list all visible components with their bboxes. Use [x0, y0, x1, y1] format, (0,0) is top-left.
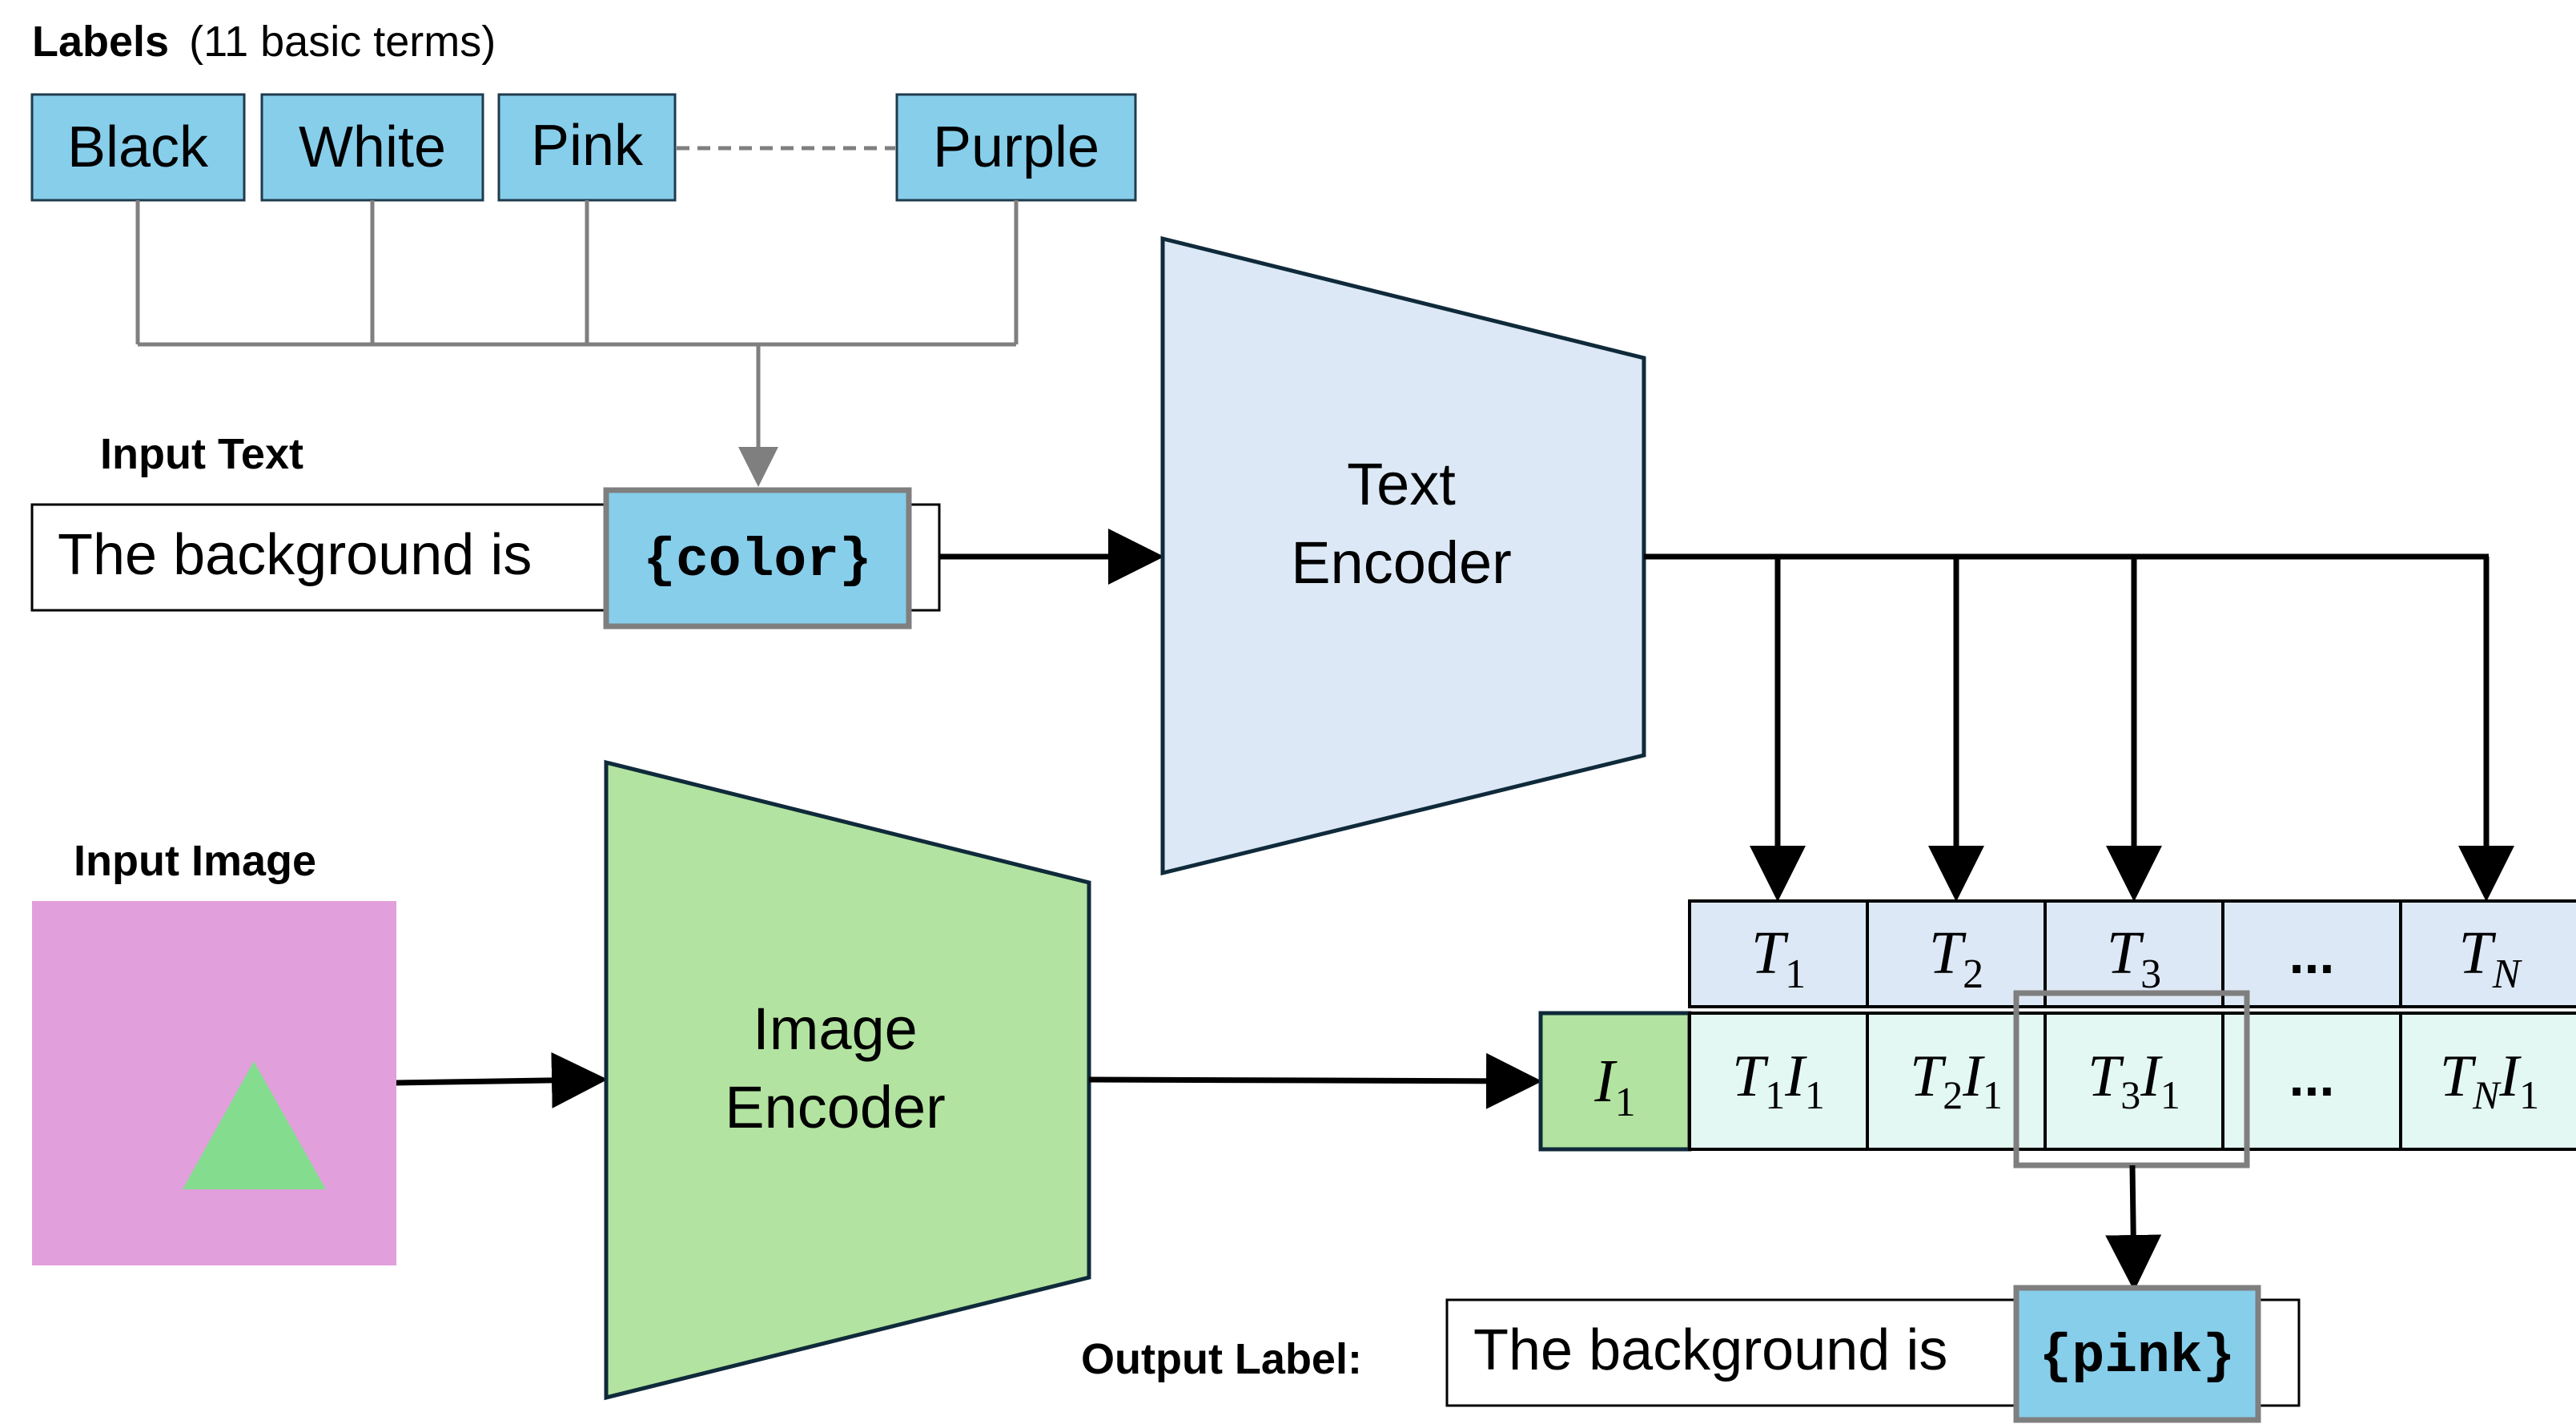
color-placeholder: {color} — [643, 530, 872, 592]
text-encoder-line2: Encoder — [1291, 529, 1512, 596]
label-white: White — [299, 115, 446, 179]
color-placeholder-box — [603, 487, 912, 630]
image-to-encoder-arrow — [396, 1052, 608, 1108]
tni1-cell — [2399, 1012, 2576, 1151]
t3-label: T3 — [2107, 919, 2161, 997]
image-encoder-shape — [604, 759, 1091, 1401]
output-value: {pink} — [2040, 1326, 2236, 1388]
product-ellipsis-label: ... — [2289, 1047, 2335, 1108]
product-ellipsis-cell — [2221, 1012, 2402, 1151]
tn-cell — [2399, 899, 2576, 1008]
input-image-heading: Input Image — [74, 837, 316, 885]
text-encoder-output-bus — [1644, 553, 2514, 902]
t3i1-label: T3I1 — [2088, 1044, 2180, 1117]
label-box-black — [30, 93, 246, 202]
label-pink: Pink — [531, 114, 644, 178]
best-match-highlight — [2013, 990, 2250, 1169]
t-ellipsis-label: ... — [2289, 924, 2335, 985]
t-ellipsis-cell — [2221, 899, 2402, 1008]
input-text-heading: Input Text — [100, 430, 303, 478]
label-box-white — [260, 93, 484, 202]
input-text-prefix: The background is — [58, 523, 532, 587]
labels-heading: Labels (11 basic terms) — [32, 18, 496, 66]
t1i1-label: T1I1 — [1732, 1044, 1825, 1117]
t1-label: T1 — [1751, 919, 1806, 997]
product-row: I1 T1I1 T2I1 T3I1 ... TNI1 — [1538, 1011, 2576, 1152]
labels-connector — [135, 200, 1019, 487]
t1-cell — [1688, 899, 1869, 1008]
label-box-pink — [497, 93, 677, 202]
input-image — [32, 901, 396, 1265]
t2i1-label: T2I1 — [1910, 1044, 2003, 1117]
text-encoder-line1: Text — [1347, 451, 1456, 517]
t1i1-cell — [1688, 1012, 1869, 1151]
i1-label: I1 — [1593, 1048, 1635, 1125]
t2-cell — [1866, 899, 2047, 1008]
image-encoder-line2: Encoder — [725, 1074, 946, 1140]
match-to-output-arrow — [2105, 1165, 2162, 1291]
label-black: Black — [67, 115, 209, 179]
output-label-heading: Output Label: — [1081, 1335, 1362, 1383]
labels-heading-bold: Labels — [32, 18, 169, 66]
output-value-box — [2013, 1285, 2261, 1423]
image-encoder-to-i1-arrow — [1088, 1052, 1542, 1109]
t3i1-cell — [2044, 1012, 2224, 1151]
input-image-triangle — [183, 1061, 326, 1189]
text-embedding-row: T1 T2 T3 ... TN — [1688, 899, 2576, 1008]
tni1-label: TNI1 — [2440, 1044, 2539, 1117]
i1-cell — [1538, 1011, 1692, 1152]
text-encoder-shape — [1160, 235, 1646, 876]
label-purple: Purple — [933, 115, 1099, 179]
output-prefix: The background is — [1473, 1318, 1947, 1382]
image-encoder-line1: Image — [753, 996, 918, 1062]
tn-label: TN — [2459, 919, 2523, 997]
t2-label: T2 — [1929, 919, 1983, 997]
labels-heading-rest: (11 basic terms) — [189, 18, 496, 66]
t3-cell — [2044, 899, 2224, 1008]
